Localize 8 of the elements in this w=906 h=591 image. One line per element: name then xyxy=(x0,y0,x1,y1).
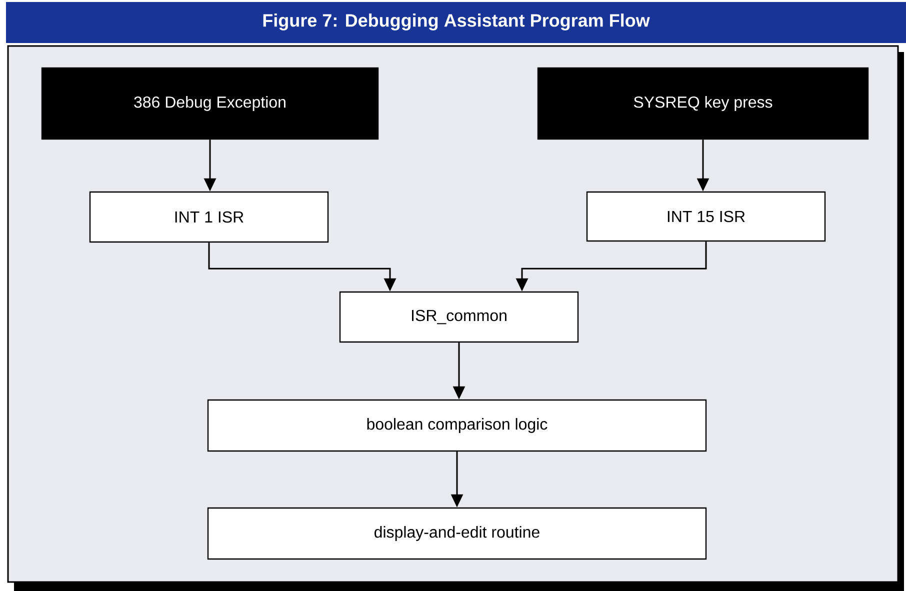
process-box: INT 15 ISR xyxy=(586,191,826,242)
event-box: SYSREQ key press xyxy=(537,67,869,140)
process-box: boolean comparison logic xyxy=(207,399,707,452)
process-box: INT 1 ISR xyxy=(89,191,329,243)
event-box: 386 Debug Exception xyxy=(41,67,379,140)
title-bar: Figure 7: Debugging Assistant Program Flow xyxy=(6,2,906,43)
process-box: ISR_common xyxy=(339,291,579,343)
process-box: display-and-edit routine xyxy=(207,507,707,560)
